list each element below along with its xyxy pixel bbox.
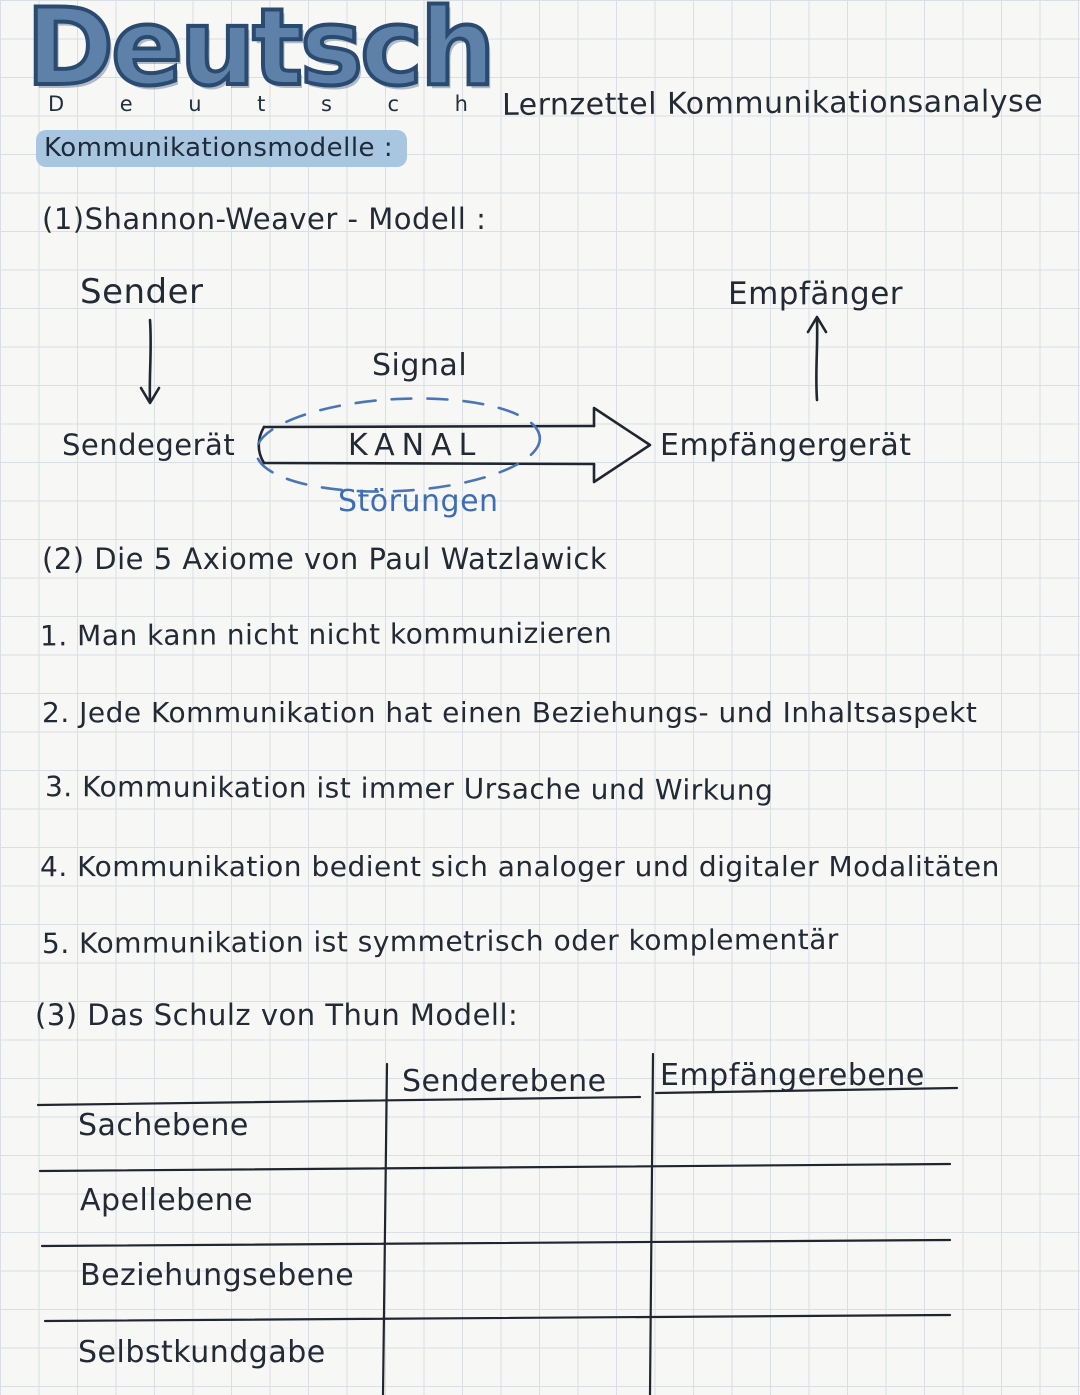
section2-heading: (2) Die 5 Axiome von Paul Watzlawick: [42, 542, 608, 576]
title-letter: c: [387, 92, 400, 116]
sender-down-arrow: [139, 318, 161, 405]
diagram-label-receiver-device: Empfängergerät: [660, 428, 912, 463]
diagram-label-sender-device: Sendegerät: [62, 428, 236, 462]
diagram-label-noise: Störungen: [338, 484, 499, 519]
table-col-senderebene: Senderebene: [402, 1064, 607, 1099]
diagram-label-channel: KANAL: [348, 428, 483, 463]
axiom-5: 5. Kommunikation ist symmetrisch oder ko…: [41, 922, 839, 961]
page-title: Deutsch: [24, 0, 497, 111]
title-letter-row: D e u t s c h: [48, 92, 468, 116]
diagram-label-sender: Sender: [80, 272, 204, 312]
table-col-empfaengerebene: Empfängerebene: [660, 1058, 925, 1093]
table-row-sachebene: Sachebene: [78, 1108, 249, 1143]
axiom-1: 1. Man kann nicht nicht kommunizieren: [39, 616, 613, 653]
diagram-label-receiver: Empfänger: [728, 276, 904, 312]
axiom-3: 3. Kommunikation ist immer Ursache und W…: [44, 770, 774, 807]
title-letter: u: [188, 92, 202, 116]
section1-heading: (1)Shannon-Weaver - Modell :: [42, 202, 487, 236]
diagram-label-signal: Signal: [372, 348, 468, 383]
section3-heading: (3) Das Schulz von Thun Modell:: [35, 998, 519, 1032]
axiom-2: 2. Jede Kommunikation hat einen Beziehun…: [42, 696, 978, 729]
title-letter: h: [454, 92, 468, 116]
table-row-selbstkundgabe: Selbstkundgabe: [78, 1335, 326, 1370]
table-row-apellebene: Apellebene: [80, 1183, 254, 1218]
table-row-beziehungsebene: Beziehungsebene: [80, 1258, 355, 1293]
receiver-up-arrow: [806, 315, 828, 402]
title-letter: t: [257, 92, 266, 116]
title-letter: e: [119, 92, 133, 116]
axiom-4: 4. Kommunikation bedient sich analoger u…: [40, 850, 1000, 883]
title-letter: D: [48, 92, 65, 116]
page-subtitle: Lernzettel Kommunikationsanalyse: [501, 84, 1044, 123]
title-letter: s: [320, 92, 332, 116]
highlighted-topic: Kommunikationsmodelle :: [36, 130, 408, 167]
